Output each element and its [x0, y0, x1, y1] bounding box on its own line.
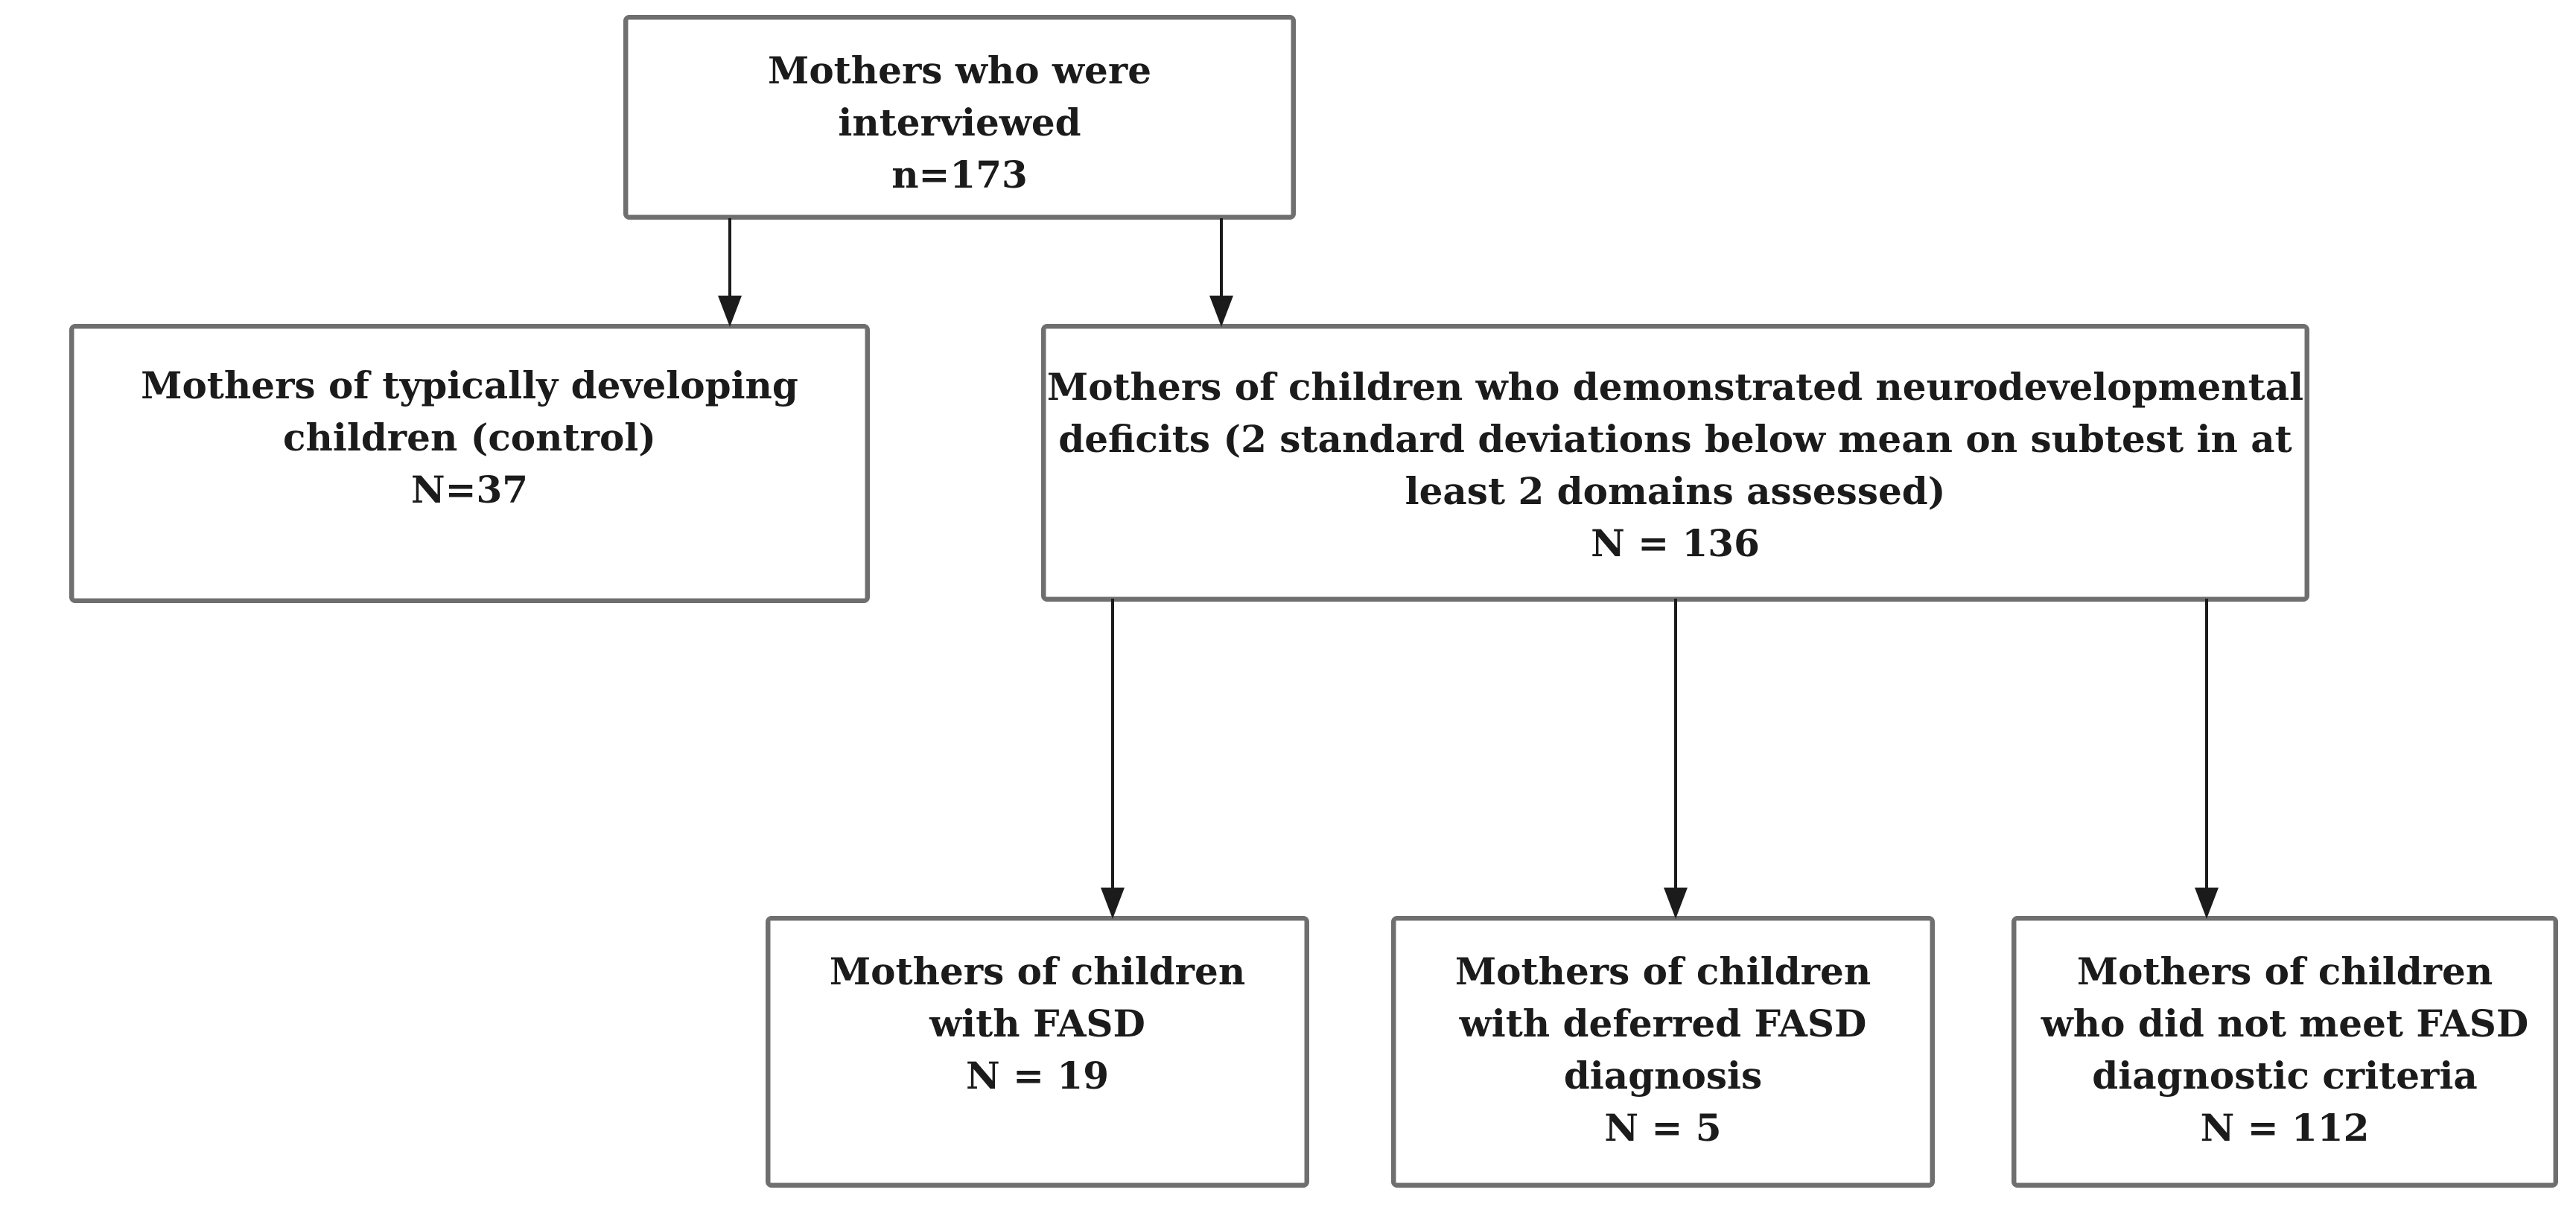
arrow-head-icon [1664, 888, 1688, 919]
arrow-head-icon [718, 296, 742, 327]
box-control-mothers: Mothers of typically developing children… [69, 324, 870, 603]
box-mothers-interviewed: Mothers who were interviewed n=173 [623, 15, 1296, 220]
box-count-line: N=37 [410, 468, 529, 512]
box-text-line: Mothers of children [1454, 949, 1871, 993]
box-fasd-diagnosis: Mothers of children with FASD N = 19 [766, 916, 1309, 1188]
arrow-shaft [1220, 218, 1223, 296]
box-text-line: Mothers who were [767, 48, 1151, 92]
box-count-line: N = 5 [1604, 1106, 1722, 1150]
box-text-line: deficits (2 standard deviations below me… [1058, 417, 2292, 461]
arrow-deficits-to-no-criteria [2193, 599, 2220, 919]
box-text-line: Mothers of children [2076, 949, 2493, 993]
arrow-root-to-deficits [1208, 218, 1235, 327]
arrow-head-icon [1209, 296, 1233, 327]
box-text-line: least 2 domains assessed) [1405, 469, 1946, 513]
box-text-line: diagnosis [1563, 1054, 1763, 1098]
box-text-line: with FASD [929, 1002, 1145, 1045]
box-text-line: Mothers of children [829, 949, 1246, 993]
box-count-line: N = 19 [966, 1054, 1109, 1098]
box-text-line: with deferred FASD [1459, 1002, 1867, 1045]
arrow-shaft [1111, 599, 1114, 888]
arrow-head-icon [1101, 888, 1125, 919]
arrow-shaft [728, 218, 731, 296]
box-text-line: Mothers of children who demonstrated neu… [1046, 365, 2304, 409]
box-no-fasd-criteria: Mothers of children who did not meet FAS… [2011, 916, 2558, 1188]
box-text-line: children (control) [283, 415, 656, 459]
box-count-line: N = 136 [1591, 521, 1760, 565]
box-neurodevelopmental-deficits: Mothers of children who demonstrated neu… [1041, 324, 2309, 602]
box-text-line: Mothers of typically developing [141, 363, 798, 407]
box-text-line: interviewed [838, 101, 1081, 144]
box-count-line: N = 112 [2200, 1106, 2370, 1150]
box-deferred-fasd-diagnosis: Mothers of children with deferred FASD d… [1391, 916, 1935, 1188]
arrow-deficits-to-fasd [1099, 599, 1126, 919]
arrow-head-icon [2195, 888, 2219, 919]
arrow-deficits-to-deferred [1662, 599, 1689, 919]
box-text-line: diagnostic criteria [2092, 1054, 2478, 1098]
box-count-line: n=173 [891, 153, 1028, 197]
arrow-shaft [2205, 599, 2208, 888]
box-text-line: who did not meet FASD [2041, 1002, 2529, 1045]
arrow-root-to-control [716, 218, 743, 327]
arrow-shaft [1674, 599, 1677, 888]
